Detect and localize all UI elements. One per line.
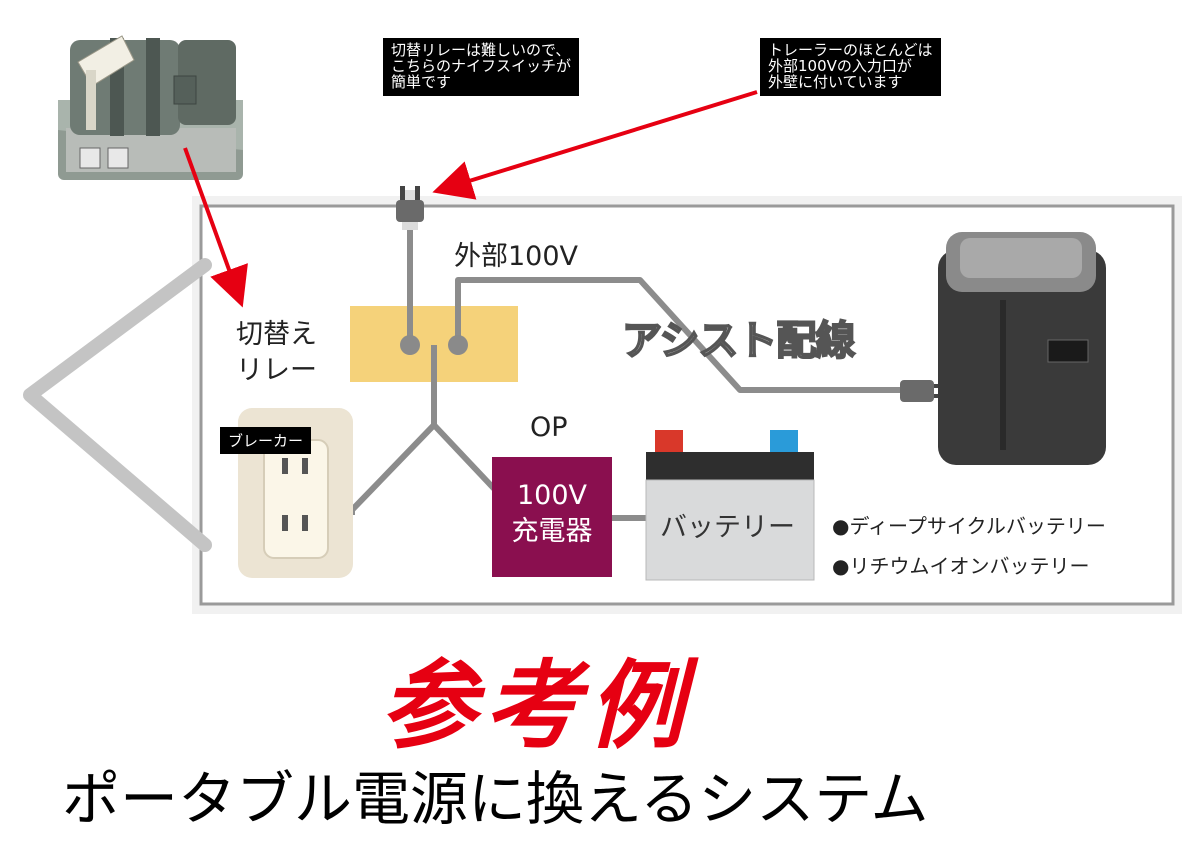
left-chevron <box>23 258 212 552</box>
relay-terminal-assist <box>448 335 468 355</box>
label-relay-line2: リレー <box>236 355 317 386</box>
label-relay-line1: 切替え <box>236 319 317 350</box>
page-title: ポータブル電源に換えるシステム <box>62 765 929 833</box>
portable-power-station-image <box>938 232 1106 465</box>
charger-label-line1: 100V <box>516 480 587 511</box>
label-breaker: ブレーカー <box>220 427 312 454</box>
arrow-to-plug <box>432 90 758 200</box>
charger-label: 100V 充電器 <box>492 478 612 550</box>
note-knife-switch: 切替リレーは難しいので、 こちらのナイフスイッチが 簡単です <box>383 38 580 96</box>
battery-image <box>645 430 815 581</box>
sample-heading: 参考例 <box>380 649 692 762</box>
relay-terminal-in <box>400 335 420 355</box>
external-plug-icon <box>396 186 424 230</box>
charger-box <box>492 457 612 577</box>
knife-switch-image <box>58 35 243 180</box>
label-external-100v: 外部100V <box>454 241 579 272</box>
note-external-inlet: トレーラーのほとんどは 外部100Vの入力口が 外壁に付いています <box>760 38 941 96</box>
battery-label: バッテリー <box>660 512 795 543</box>
charger-label-line2: 充電器 <box>511 516 593 547</box>
label-op: OP <box>530 412 568 443</box>
battery-type-deep-cycle: ●ディープサイクルバッテリー <box>832 514 1106 538</box>
arrow-to-relay <box>183 147 248 308</box>
label-assist-wiring: アシスト配線 <box>621 317 856 365</box>
battery-type-lithium-ion: ●リチウムイオンバッテリー <box>832 554 1090 578</box>
